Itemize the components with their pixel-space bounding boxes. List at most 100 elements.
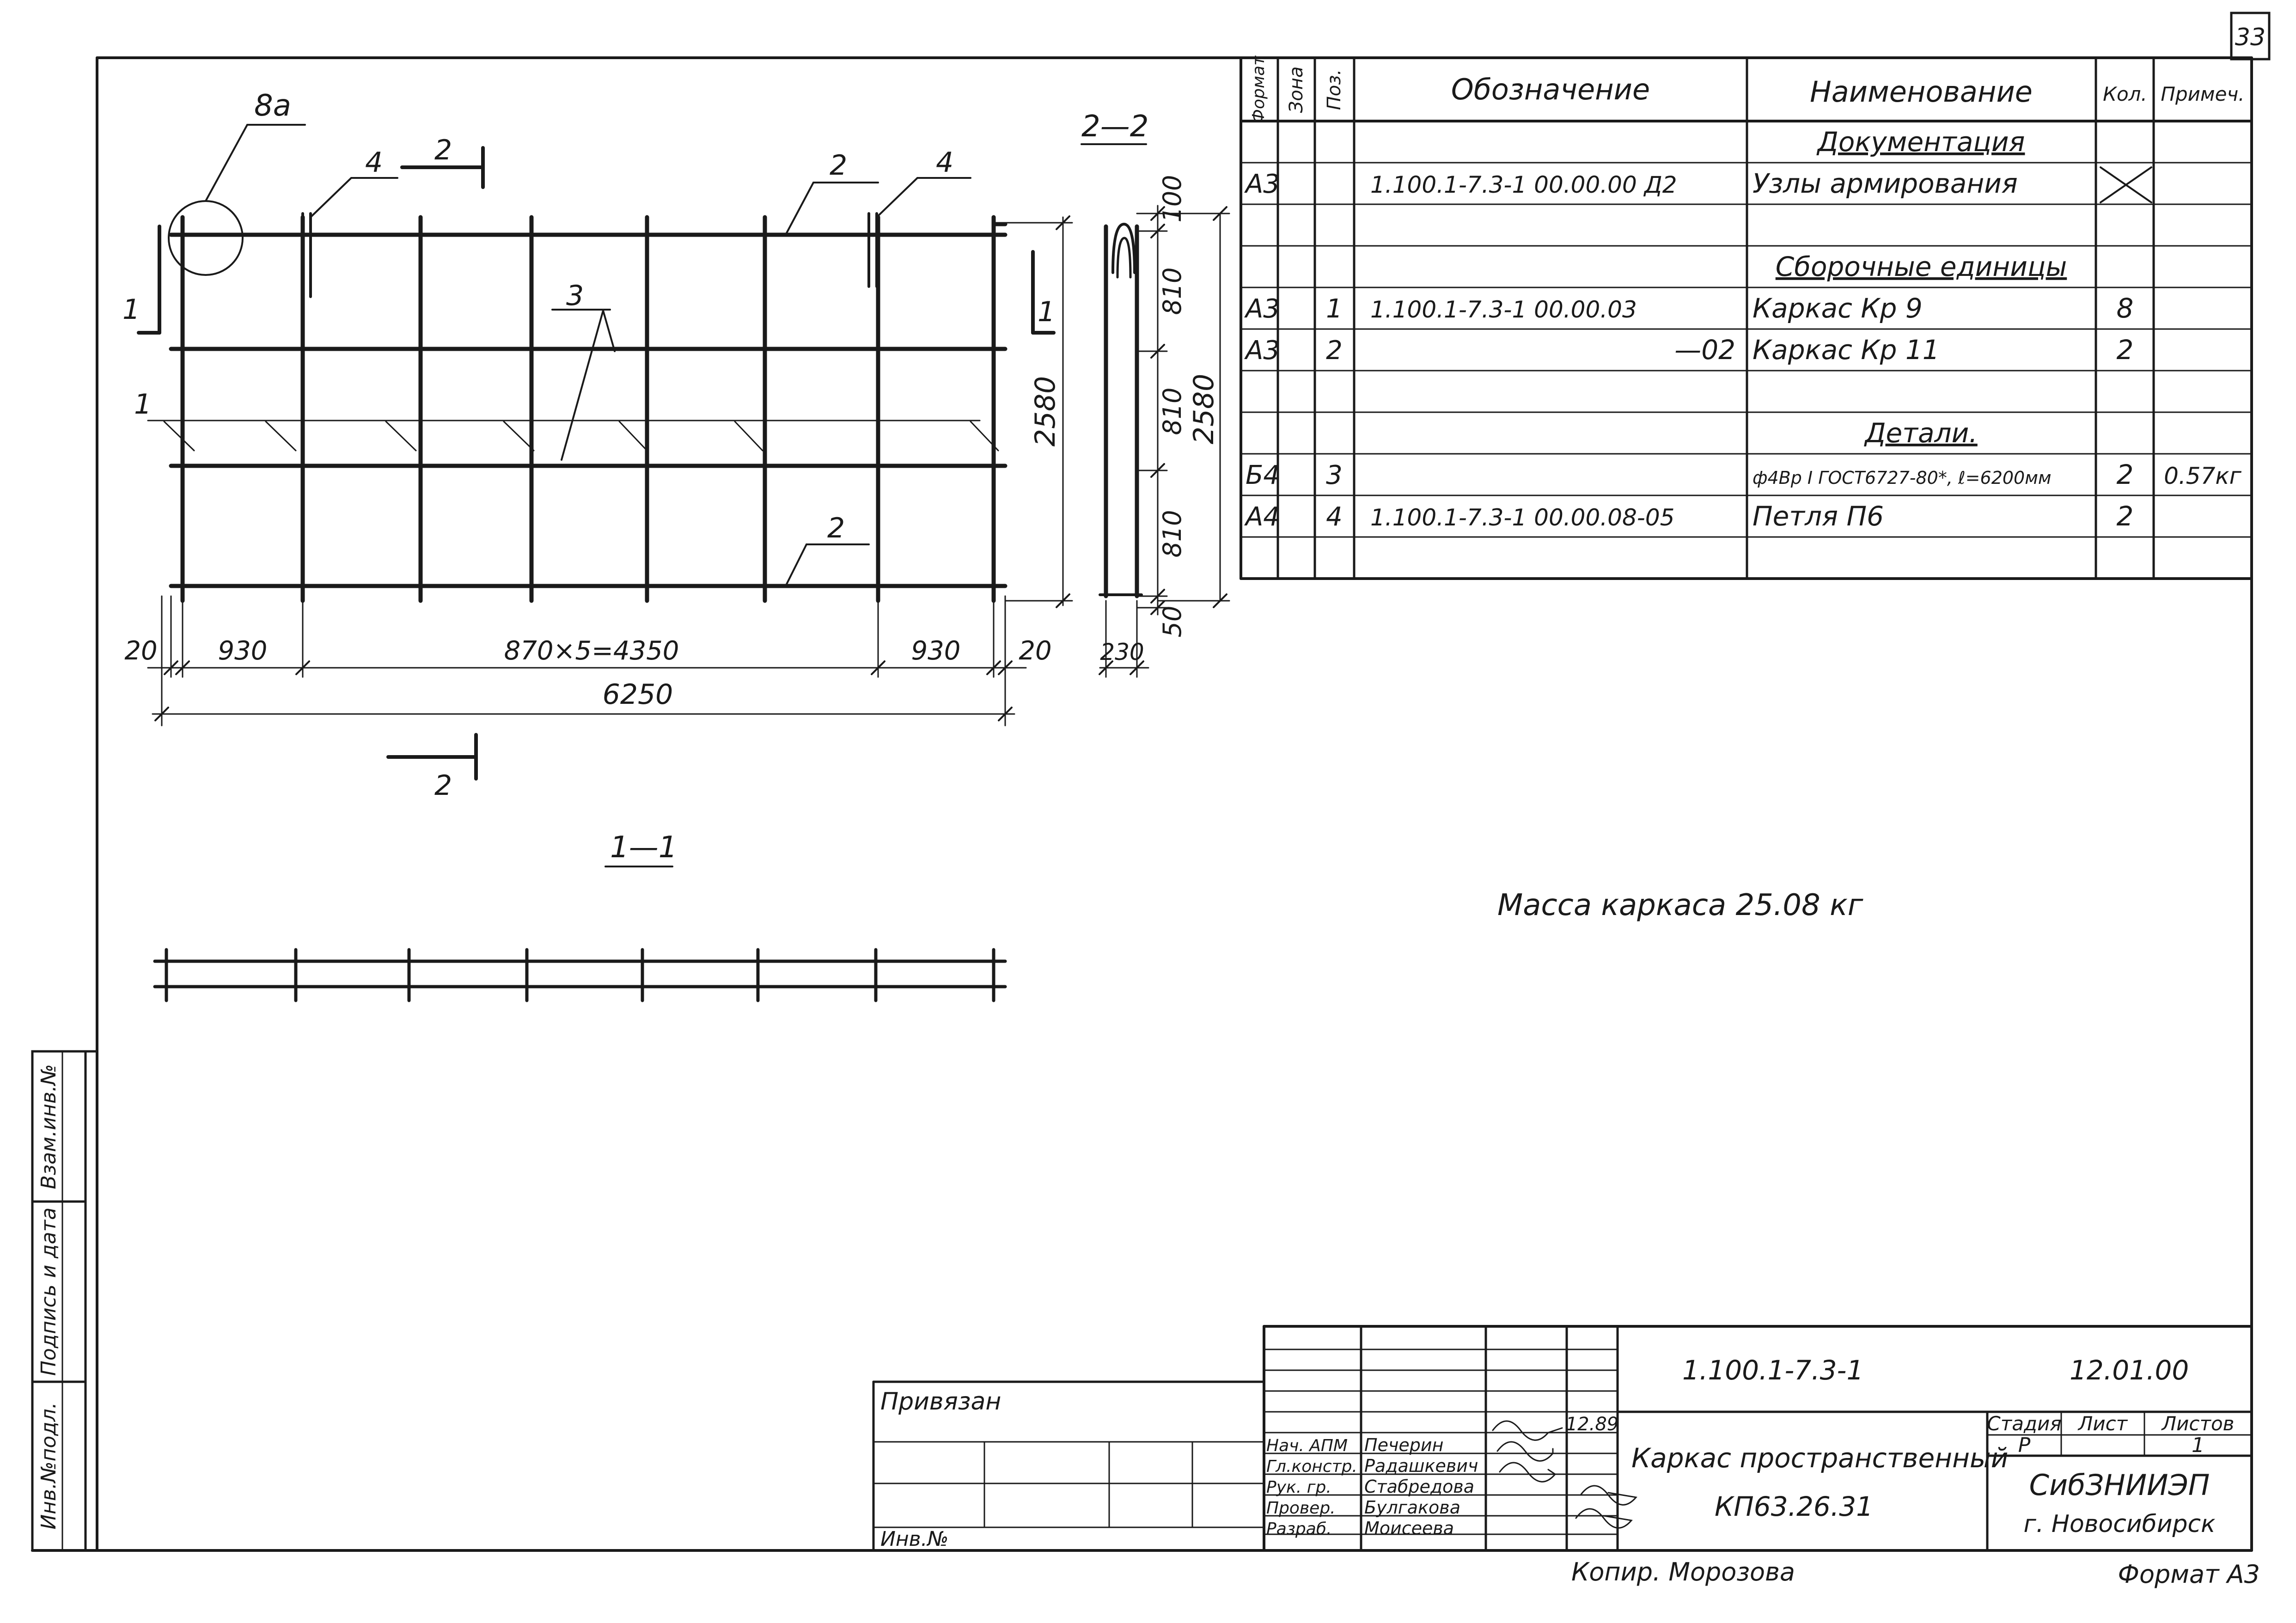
spec-cell-format: А4: [1244, 502, 1280, 532]
dimension-text: 20: [124, 636, 157, 666]
spec-header-pos: Поз.: [1324, 69, 1345, 110]
leader-pos4-right: [876, 177, 971, 218]
dimension-tick: [1150, 344, 1165, 359]
leader-pos2-top: [785, 182, 879, 236]
signature-scribble: [1580, 1485, 1637, 1506]
spec-cell-name: Каркас Кр 11: [1753, 334, 1940, 366]
spec-cell-designation: —02: [1674, 334, 1735, 366]
spec-cell-qty: 8: [2117, 293, 2134, 324]
sec22-height-text: 2580: [1188, 374, 1220, 445]
spec-cell-pos: 4: [1326, 502, 1343, 532]
cut-marker-1-left: [137, 225, 161, 335]
section-2-2-view: 2—2: [1081, 110, 1148, 598]
tb-role-name: Стабредова: [1364, 1477, 1474, 1497]
spec-cell-format: А3: [1244, 336, 1280, 366]
spec-cell-note: 0.57кг: [2164, 463, 2242, 489]
sec22-dimension-text: 810: [1158, 387, 1187, 435]
label-pos4-right: 4: [936, 146, 953, 179]
signature-scribble: [1492, 1420, 1563, 1441]
spec-cell-name: Петля П6: [1753, 500, 1884, 532]
spec-section-heading: Детали.: [1863, 417, 1978, 449]
section-1-1-view: 1—1: [153, 830, 1007, 1002]
tb-role: Разраб.: [1266, 1519, 1331, 1538]
spec-cell-designation: 1.100.1-7.3-1 00.00.00 Д2: [1370, 171, 1677, 198]
vertical-bars: [180, 215, 1008, 603]
dimension-tick: [1056, 593, 1070, 608]
spec-cell-name: ф4Вр I ГОСТ6727-80*, ℓ=6200мм: [1753, 468, 2052, 488]
dimension-text: 20: [1019, 636, 1051, 666]
sec22-dimension-text: 100: [1158, 175, 1187, 222]
tb-role: Гл.констр.: [1266, 1457, 1357, 1476]
spec-cell-name: Узлы армирования: [1753, 168, 2018, 199]
detail-circle-8a: [168, 200, 244, 276]
leader-pos3-a: [561, 310, 604, 461]
spec-header-name: Наименование: [1810, 75, 2033, 109]
bracing-tick: [265, 421, 297, 452]
lifting-loop-right: [867, 212, 878, 288]
tb-list-label: Лист: [2077, 1412, 2128, 1435]
cut-label-1-left: 1: [122, 293, 140, 326]
dimension-text: 870×5=4350: [504, 636, 679, 666]
tb-lists-label: Листов: [2161, 1412, 2235, 1435]
dimension-tick: [998, 707, 1013, 721]
tb-title-line1: Каркас пространственный: [1631, 1442, 2008, 1474]
dimension-total: 6250: [603, 678, 673, 711]
sec22-dimension-text: 810: [1158, 267, 1187, 315]
spec-cell-pos: 2: [1326, 336, 1343, 366]
cut-label-2-top: 2: [434, 134, 452, 166]
spec-header-format: Формат: [1249, 55, 1268, 123]
spec-cell-format: А3: [1244, 294, 1280, 324]
tb-stage-label: Стадия: [1987, 1412, 2061, 1435]
spec-cell-qty: 2: [2117, 459, 2134, 490]
sheet-number: 33: [2235, 24, 2265, 51]
signature-scribble: [1496, 1441, 1554, 1462]
cut-marker-1-right: [1031, 250, 1056, 335]
copied-by: Копир. Морозова: [1571, 1557, 1795, 1586]
spec-section-heading: Сборочные единицы: [1776, 251, 2067, 282]
tb-role-name: Печерин: [1364, 1435, 1443, 1455]
spec-header-note: Примеч.: [2161, 83, 2244, 105]
sec22-width-text: 230: [1100, 639, 1144, 665]
spec-header-zone: Зона: [1286, 67, 1307, 113]
section-1-1-title: 1—1: [610, 830, 677, 865]
signature-scribble: [1499, 1462, 1557, 1483]
tb-role: Нач. АПМ: [1266, 1436, 1348, 1455]
tb-role: Провер.: [1266, 1499, 1336, 1518]
spec-cross-mark: [2100, 166, 2152, 203]
dimension-tick: [1213, 206, 1227, 221]
spec-cell-format: Б4: [1246, 460, 1280, 490]
bracing-tick: [970, 421, 999, 452]
side-stamp-vzam-inv: Взам.инв.№: [37, 1064, 61, 1190]
lifting-loop-left: [301, 212, 312, 298]
dimension-tick: [164, 660, 178, 675]
leader-pos2-bottom: [785, 543, 870, 587]
tb-lists-value: 1: [2192, 1434, 2204, 1457]
spec-cell-pos: 3: [1326, 460, 1343, 490]
dimension-tick: [295, 660, 310, 675]
tb-role-name: Моисеева: [1364, 1518, 1454, 1538]
diagonal-bracing: [163, 421, 999, 452]
dimension-tick: [1150, 600, 1165, 615]
signature-scribble: [1575, 1508, 1633, 1529]
label-8a: 8а: [254, 89, 291, 123]
format-label: Формат А3: [2118, 1560, 2260, 1589]
tb-title-line2: КП63.26.31: [1715, 1491, 1873, 1522]
bracing-tick: [734, 421, 763, 452]
cut-marker-2-top: [400, 146, 485, 189]
cut-label-1-right: 1: [1038, 296, 1055, 328]
longitudinal-bars: [169, 232, 1008, 588]
side-stamp: Инв.№подл. Подпись и дата Взам.инв.№: [31, 1050, 98, 1552]
spec-cell-pos: 1: [1326, 294, 1343, 324]
spec-cell-designation: 1.100.1-7.3-1 00.00.03: [1370, 296, 1637, 323]
tb-sheet-code: 12.01.00: [2070, 1355, 2189, 1386]
tb-org-line2: г. Новосибирск: [2023, 1510, 2216, 1538]
cut-marker-2-bottom: [386, 733, 478, 781]
leader-pos3-b: [602, 310, 616, 352]
inv-no-label: Инв.№: [880, 1527, 948, 1551]
label-pos1: 1: [134, 388, 152, 421]
spec-cell-designation: 1.100.1-7.3-1 00.00.08-05: [1370, 504, 1674, 531]
